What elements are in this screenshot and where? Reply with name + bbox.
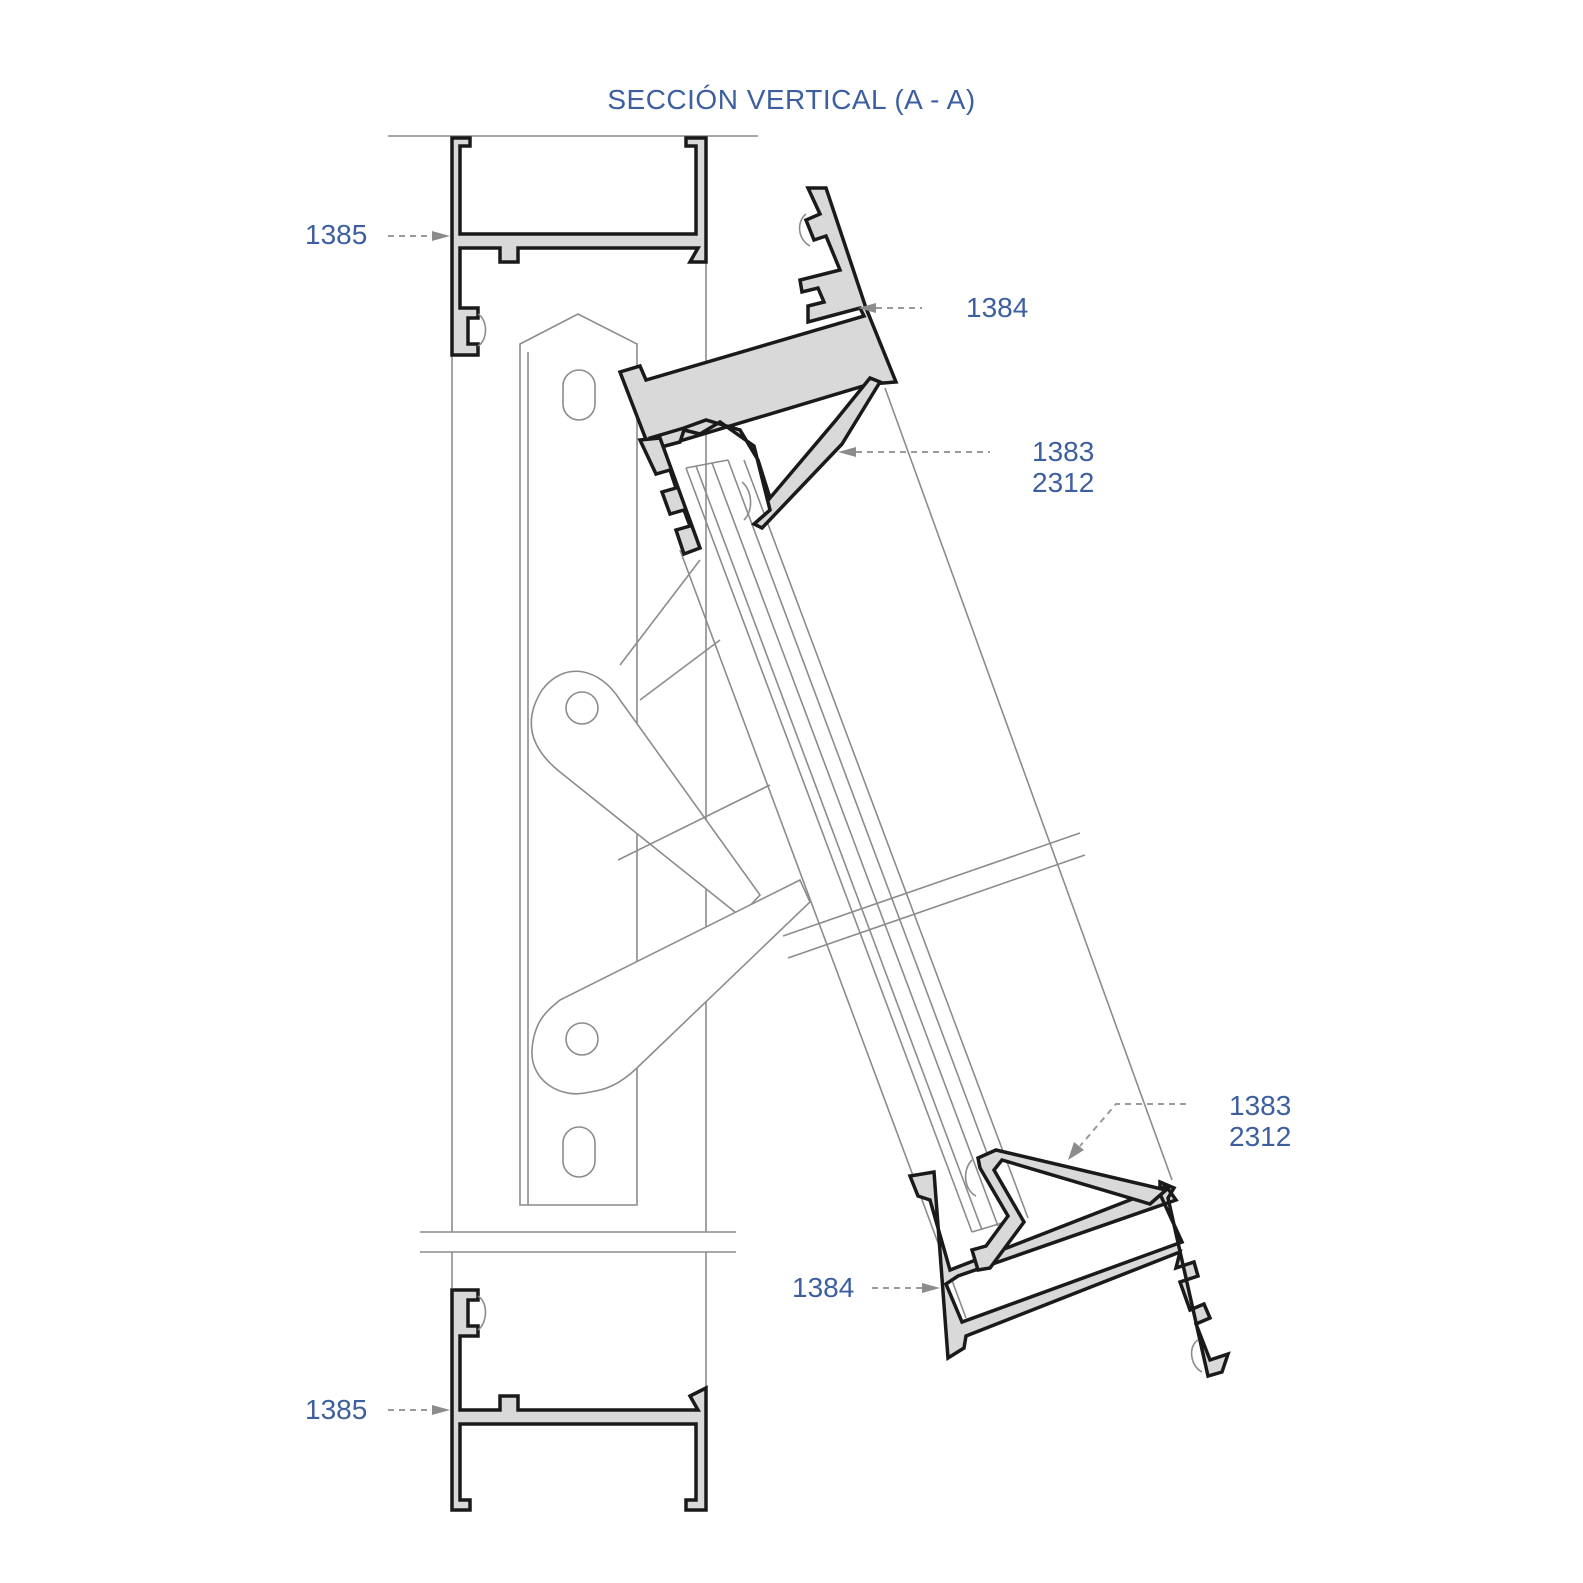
- profile-1385-bottom: [450, 1288, 708, 1512]
- label-1383-lower-line1: 1383: [1229, 1090, 1292, 1121]
- label-1384-lower: 1384: [792, 1272, 855, 1303]
- pivot-lower: [565, 1022, 599, 1056]
- leader-1383-lower: [1079, 1103, 1186, 1147]
- hinge-link-2: [639, 639, 721, 701]
- label-1385-top: 1385: [305, 219, 368, 250]
- hinge-link-1: [619, 559, 701, 666]
- profile-1383-lower: [964, 1148, 1170, 1272]
- label-1384-upper: 1384: [966, 292, 1029, 323]
- slot-hole-top: [562, 369, 596, 421]
- leader-lines: [388, 231, 1186, 1415]
- slot-hole-bottom: [562, 1126, 596, 1178]
- pivot-upper: [565, 691, 599, 725]
- hinge-link-3: [617, 784, 771, 861]
- glass-break-band: [782, 832, 1086, 959]
- label-2312-lower-line2: 2312: [1229, 1121, 1292, 1152]
- profile-1384-lower: [907, 1169, 1231, 1379]
- label-1383-upper-line1: 1383: [1032, 436, 1095, 467]
- label-1385-bottom: 1385: [305, 1394, 368, 1425]
- label-2312-upper-line2: 2312: [1032, 467, 1095, 498]
- hinge-arms: [530, 559, 811, 1095]
- profile-1383-upper: [637, 375, 883, 557]
- label-1383-2312-upper: 1383 2312: [1032, 436, 1094, 498]
- hinge-arm-lower: [531, 878, 811, 1095]
- drawing-title: SECCIÓN VERTICAL (A - A): [607, 84, 976, 115]
- label-1383-2312-lower: 1383 2312: [1229, 1090, 1291, 1152]
- profile-1385-top: [450, 136, 708, 357]
- glazing-unit: [679, 387, 1173, 1319]
